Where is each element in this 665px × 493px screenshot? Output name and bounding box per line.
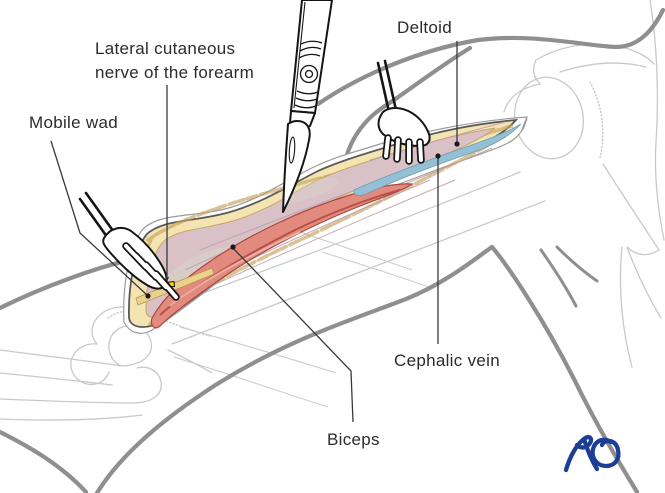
chest-contour (489, 244, 640, 493)
upperarm-bottom-contour (94, 244, 495, 493)
label-deltoid: Deltoid (397, 18, 453, 37)
forearm-bottom-contour (0, 429, 89, 493)
biceps-muscle (150, 183, 414, 329)
leader-biceps (232, 247, 354, 423)
scalpel-grip (294, 40, 323, 109)
axilla-fold-1 (539, 248, 578, 308)
label-cephalic-vein: Cephalic vein (394, 351, 500, 370)
forearm-top-contour (0, 256, 136, 311)
rake-retractor-proximal (376, 59, 431, 165)
elbow-bones (0, 306, 213, 421)
ao-logo (563, 435, 621, 473)
ao-logo-letter-a (563, 435, 594, 473)
ao-logo-letter-a-leg (581, 436, 600, 472)
scalpel-handle (290, 0, 333, 114)
blade-slot (288, 136, 296, 164)
retractor-prongs (382, 134, 425, 165)
leader-lines (50, 41, 460, 423)
retractor-prongs (122, 242, 180, 301)
surgical-incision (123, 116, 528, 334)
rake-retractor-distal (78, 191, 180, 301)
skin-crease-lines (173, 231, 433, 408)
label-biceps: Biceps (327, 430, 380, 449)
label-mobile-wad: Mobile wad (29, 113, 118, 132)
label-lateral-cutaneous-nerve: Lateral cutaneous nerve of the forearm (95, 39, 255, 82)
retractor-handle (78, 191, 118, 243)
leader-mobile-wad (50, 140, 148, 296)
retractor-handle (376, 59, 398, 114)
scalpel (282, 0, 333, 213)
shoulder-bones (503, 0, 665, 368)
axilla-fold-2 (555, 245, 599, 283)
deltoid-contour (343, 45, 473, 161)
ao-logo-letter-o (590, 437, 621, 469)
shoulder-top-contour (315, 7, 665, 107)
leader-dots (145, 141, 460, 299)
